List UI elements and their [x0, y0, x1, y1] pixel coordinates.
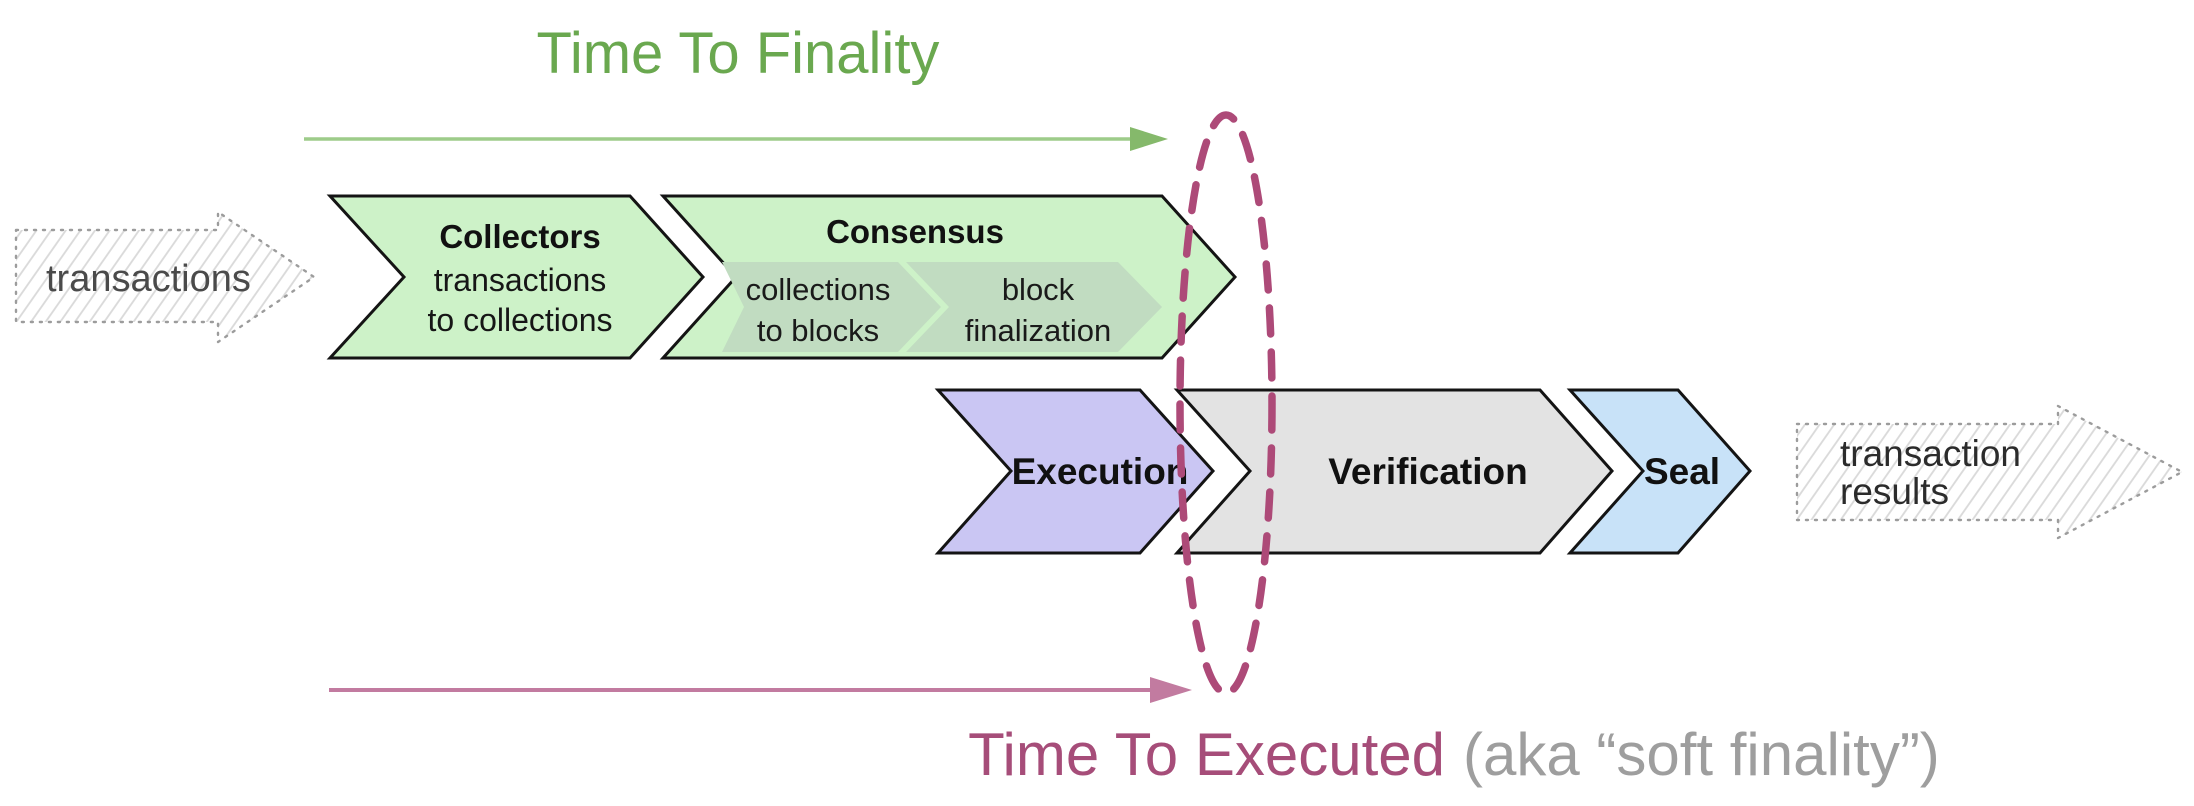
verification-chevron-shape [1173, 388, 1615, 555]
transaction-results-line2: results [1840, 471, 1949, 512]
executed-timeline-arrow [329, 677, 1192, 703]
executed-arrow-head [1150, 677, 1192, 703]
verification-title: Verification [1328, 451, 1527, 492]
time-to-executed-title: Time To Executed [968, 721, 1445, 788]
transaction-results-line1: transaction [1840, 433, 2021, 474]
collectors-title: Collectors [439, 218, 600, 255]
soft-finality-suffix: (aka “soft finality”) [1463, 721, 1940, 788]
transactions-arrow-shape [14, 210, 316, 344]
stage-verification: Verification [1173, 388, 1615, 555]
stage-consensus: Consensus collections to blocks block fi… [659, 194, 1238, 360]
consensus-title: Consensus [826, 213, 1004, 250]
block-finalization-line1: block [1002, 272, 1075, 307]
transaction-results-output-arrow: transaction results [1795, 404, 2184, 540]
stage-collectors: Collectors transactions to collections [326, 194, 706, 360]
executed-boundary-ellipse [1176, 111, 1276, 697]
finality-arrow-head [1130, 127, 1168, 151]
substage-collections-to-blocks: collections to blocks [722, 262, 941, 352]
execution-title: Execution [1012, 451, 1189, 492]
time-to-executed-caption: Time To Executed (aka “soft finality”) [968, 721, 1940, 788]
collections-to-blocks-shape [722, 262, 941, 352]
seal-chevron-shape [1566, 388, 1753, 555]
collectors-line2: to collections [428, 302, 613, 338]
collectors-chevron-shape [326, 194, 706, 360]
transaction-results-arrow-shape [1795, 404, 2184, 540]
seal-title: Seal [1644, 451, 1720, 492]
execution-chevron-shape [934, 388, 1216, 555]
collections-to-blocks-line2: to blocks [757, 313, 879, 348]
block-finalization-shape [906, 262, 1162, 352]
collections-to-blocks-line1: collections [746, 272, 891, 307]
block-finalization-line2: finalization [965, 313, 1111, 348]
transactions-label: transactions [46, 258, 251, 300]
stage-seal: Seal [1566, 388, 1753, 555]
finality-timeline-arrow [304, 127, 1168, 151]
time-to-finality-title: Time To Finality [537, 21, 940, 86]
transactions-input-arrow: transactions [14, 210, 316, 344]
substage-block-finalization: block finalization [906, 262, 1162, 352]
collectors-line1: transactions [434, 262, 607, 298]
stage-execution: Execution [934, 388, 1216, 555]
